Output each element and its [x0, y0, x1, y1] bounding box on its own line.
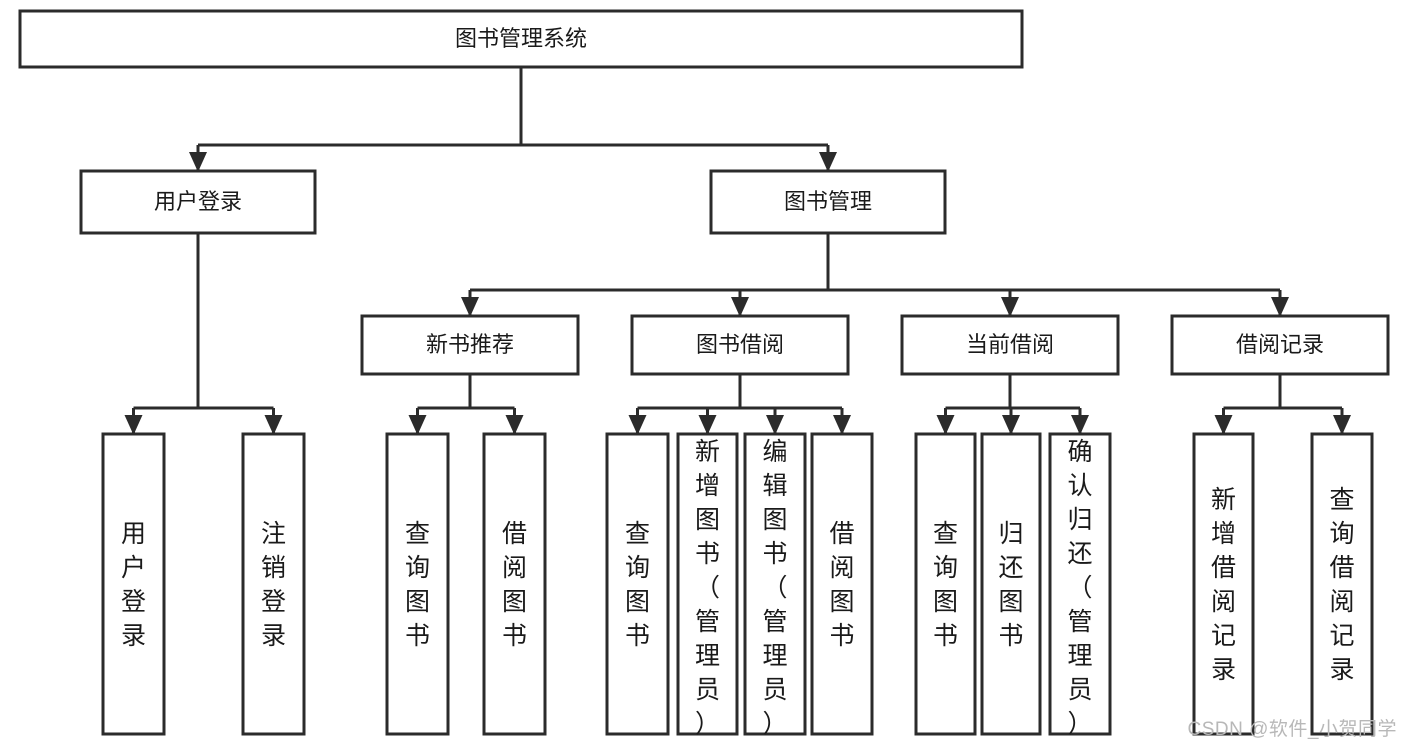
node-label: 图书借阅: [696, 332, 784, 357]
node-root[interactable]: 图书管理系统: [18, 9, 1024, 69]
node-label: 查询图书: [933, 520, 958, 650]
node-box: [605, 432, 670, 736]
arrow-head-icon: [1271, 297, 1289, 317]
edge-group-borrow-record: [1214, 374, 1351, 435]
node-box: [1192, 432, 1255, 736]
node-leaf-query-book-2[interactable]: 查询图书: [605, 432, 670, 736]
node-box: [18, 9, 1024, 69]
node-book-borrow[interactable]: 图书借阅: [630, 314, 850, 376]
node-leaf-query-book-3[interactable]: 查询图书: [914, 432, 977, 736]
node-label: 查询借阅记录: [1329, 486, 1354, 684]
node-leaf-user-logout[interactable]: 注销登录: [241, 432, 306, 736]
arrow-head-icon: [698, 415, 717, 435]
node-label: 用户登录: [154, 189, 242, 214]
node-label: 借阅图书: [502, 520, 527, 650]
node-label: 新增借阅记录: [1211, 486, 1236, 684]
arrow-head-icon: [819, 152, 837, 172]
edge-group-current-borrow: [936, 374, 1089, 435]
edge-group-book-borrow: [628, 374, 851, 435]
edge-group-user-login: [124, 233, 283, 435]
node-leaf-borrow-book-2[interactable]: 借阅图书: [810, 432, 874, 736]
arrow-head-icon: [505, 415, 524, 435]
edge-group-root: [189, 67, 837, 172]
arrow-head-icon: [1214, 415, 1233, 435]
node-box: [900, 314, 1120, 376]
arrow-head-icon: [1001, 297, 1019, 317]
node-box: [360, 314, 580, 376]
node-box: [1310, 432, 1374, 736]
node-box: [1048, 432, 1112, 736]
arrow-head-icon: [1002, 415, 1020, 435]
node-box: [630, 314, 850, 376]
node-label: 查询图书: [625, 520, 650, 650]
node-label: 归还图书: [998, 520, 1023, 650]
arrow-head-icon: [264, 415, 283, 435]
node-label: 注销登录: [261, 520, 286, 650]
node-book-manage[interactable]: 图书管理: [709, 169, 947, 235]
node-box: [482, 432, 547, 736]
node-leaf-user-login[interactable]: 用户登录: [101, 432, 166, 736]
node-label: 借阅图书: [829, 520, 854, 650]
node-box: [743, 432, 807, 736]
node-box: [709, 169, 947, 235]
node-leaf-add-record[interactable]: 新增借阅记录: [1192, 432, 1255, 736]
node-leaf-edit-book[interactable]: 编辑图书（管理员）: [743, 432, 807, 738]
node-leaf-borrow-book-1[interactable]: 借阅图书: [482, 432, 547, 736]
node-label: 当前借阅: [966, 332, 1054, 357]
node-label: 查询图书: [405, 520, 430, 650]
node-box: [980, 432, 1042, 736]
arrow-head-icon: [766, 415, 784, 435]
node-box: [101, 432, 166, 736]
node-leaf-query-record[interactable]: 查询借阅记录: [1310, 432, 1374, 736]
arrow-head-icon: [408, 415, 427, 435]
node-box: [241, 432, 306, 736]
edge-group-book-manage: [461, 233, 1289, 317]
node-label: 图书管理: [784, 189, 872, 214]
node-label: 新书推荐: [426, 332, 514, 357]
arrow-head-icon: [1071, 415, 1089, 435]
node-label: 图书管理系统: [455, 26, 587, 51]
node-leaf-add-book[interactable]: 新增图书（管理员）: [676, 432, 739, 738]
arrow-head-icon: [936, 415, 955, 435]
arrow-head-icon: [628, 415, 647, 435]
node-box: [810, 432, 874, 736]
node-user-login[interactable]: 用户登录: [79, 169, 317, 235]
node-box: [385, 432, 450, 736]
arrow-head-icon: [731, 297, 749, 317]
arrow-head-icon: [124, 415, 143, 435]
arrow-head-icon: [461, 297, 479, 317]
edge-group-new-book-rec: [408, 374, 524, 435]
arrow-head-icon: [1333, 415, 1351, 435]
node-box: [676, 432, 739, 736]
node-new-book-rec[interactable]: 新书推荐: [360, 314, 580, 376]
node-label: 确认归还（管理员）: [1067, 438, 1092, 738]
node-label: 借阅记录: [1236, 332, 1324, 357]
node-current-borrow[interactable]: 当前借阅: [900, 314, 1120, 376]
node-leaf-confirm-return[interactable]: 确认归还（管理员）: [1048, 432, 1112, 738]
arrow-head-icon: [189, 152, 207, 172]
edge-layer: [124, 67, 1351, 435]
node-leaf-return-book[interactable]: 归还图书: [980, 432, 1042, 736]
arrow-head-icon: [833, 415, 851, 435]
node-box: [79, 169, 317, 235]
node-layer: 图书管理系统用户登录图书管理新书推荐图书借阅当前借阅借阅记录用户登录注销登录查询…: [18, 9, 1390, 738]
node-label: 用户登录: [121, 520, 146, 650]
node-leaf-query-book-1[interactable]: 查询图书: [385, 432, 450, 736]
node-label: 编辑图书（管理员）: [762, 438, 787, 738]
node-label: 新增图书（管理员）: [695, 438, 720, 738]
node-box: [1170, 314, 1390, 376]
node-borrow-record[interactable]: 借阅记录: [1170, 314, 1390, 376]
node-box: [914, 432, 977, 736]
